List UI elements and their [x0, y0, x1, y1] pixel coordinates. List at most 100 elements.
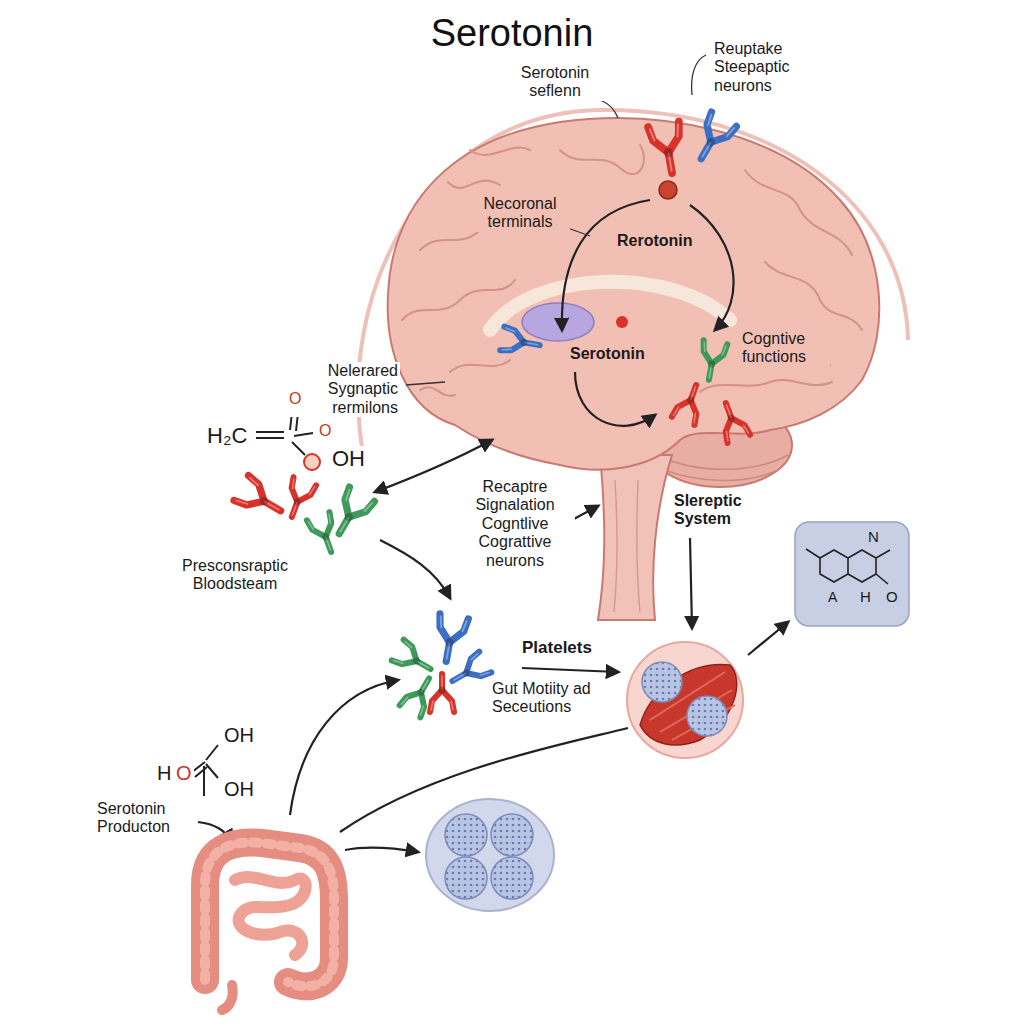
cerebellum-fold — [664, 470, 778, 481]
large-intestine — [205, 842, 334, 986]
chemical-bond — [292, 442, 305, 455]
flow-arrow — [575, 372, 655, 426]
small-intestine — [235, 877, 306, 955]
label-holder: Rerotonin — [615, 232, 715, 250]
receptor-symbol — [234, 476, 288, 524]
label-holder: OH — [330, 446, 370, 471]
label-holder: Recaptre Signalation Cogntlive Cograttiv… — [455, 478, 575, 570]
structure-label: Presconsraptic Bloodsteam — [170, 557, 300, 594]
label-holder: A — [826, 588, 846, 606]
receptor-symbol — [697, 340, 727, 382]
structure-label: Slereptic System — [672, 492, 762, 529]
receptor-symbol — [281, 477, 317, 521]
intestine-fold — [205, 842, 334, 986]
platelet-cell — [687, 696, 727, 736]
molecule-ring — [848, 550, 876, 582]
appendix — [222, 985, 233, 1010]
label-holder: Cogntive functions — [740, 330, 830, 367]
flow-arrow — [572, 506, 598, 520]
flow-arrow — [522, 668, 618, 672]
leader-line — [406, 382, 445, 385]
label-holder: Platelets — [520, 638, 610, 658]
chemical-atom: N — [866, 528, 881, 545]
vesicle-dot — [659, 181, 677, 199]
label-holder: O — [317, 422, 333, 440]
flow-arrow — [380, 540, 450, 598]
label-holder: Gut Motiity ad Seceutions — [490, 680, 615, 717]
vesicle-dot — [304, 454, 320, 470]
flow-arrow — [345, 847, 418, 852]
label-holder: OH — [222, 724, 262, 747]
flow-arrow — [690, 205, 734, 330]
chemical-bond — [256, 432, 284, 438]
label-holder: H₂C — [205, 423, 255, 448]
leader-line — [600, 100, 618, 118]
receptor-symbol — [307, 512, 343, 556]
label-holder: Serotonin Producton — [95, 800, 195, 837]
structure-label: Serotonin — [568, 345, 647, 363]
chemical-atom: H — [858, 588, 873, 605]
chemical-bond — [806, 549, 890, 584]
receptor-symbol — [392, 640, 437, 680]
enterochromaffin-cell — [445, 814, 487, 856]
receptor-symbol — [430, 674, 454, 712]
cerebellum-fold — [658, 455, 788, 469]
brain-stem-fibre — [614, 480, 640, 612]
leader-line — [692, 55, 706, 95]
structure-label: Serotonin seflenn — [500, 64, 610, 101]
receptor-symbol — [400, 672, 440, 717]
enterochromaffin-cell — [491, 814, 533, 856]
brain-gyrus — [700, 380, 832, 392]
diagram-title: Serotonin — [431, 12, 594, 56]
brain-gyrus — [560, 145, 644, 174]
structure-label: Rerotonin — [615, 232, 695, 250]
brain-gyrus — [450, 360, 510, 372]
receptor-symbol — [689, 112, 737, 166]
vesicle-dot — [616, 316, 628, 328]
brain-stem — [598, 455, 672, 620]
chemical-atom: OH — [222, 778, 256, 801]
chemical-atom: OH — [330, 446, 367, 471]
chemical-atom: O — [317, 422, 333, 440]
label-holder: H — [858, 588, 878, 606]
brain-gyrus — [470, 148, 530, 155]
platelet-cell — [642, 662, 682, 702]
label-holder: Reuptake Steepaptic neurons — [712, 40, 812, 95]
thalamus — [522, 303, 594, 341]
label-holder: OH — [222, 778, 262, 801]
label-holder: Presconsraptic Bloodsteam — [170, 557, 300, 594]
label-holder: Serotonin seflenn — [500, 64, 610, 101]
receptor-symbol — [500, 327, 542, 357]
receptor-symbol — [648, 122, 687, 176]
label-holder: Serotonin — [568, 345, 668, 363]
enterochromaffin-cell — [491, 857, 533, 899]
brain-gyrus — [745, 170, 852, 255]
label-holder: O — [884, 588, 904, 606]
label-holder: Nelerared Sygnaptic rermilons — [290, 362, 400, 417]
receptor-symbol — [715, 399, 751, 443]
structure-label: Nelerared Sygnaptic rermilons — [290, 362, 400, 417]
flow-arrow — [690, 538, 692, 628]
brain-gyrus — [448, 181, 500, 188]
platelet-view — [627, 642, 743, 758]
receptor-symbol — [446, 652, 491, 692]
label-holder: H — [155, 762, 173, 785]
chemical-atom: H₂C — [205, 423, 249, 448]
flow-arrow — [562, 200, 650, 330]
cerebrum — [388, 118, 880, 470]
structure-label: Recaptre Signalation Cogntlive Cograttiv… — [455, 478, 575, 570]
label-holder: N — [866, 528, 886, 546]
label-holder: Necoronal terminals — [470, 195, 570, 232]
structure-label: Reuptake Steepaptic neurons — [712, 40, 812, 95]
receptor-symbol — [327, 487, 375, 541]
structure-label: Necoronal terminals — [470, 195, 570, 232]
label-holder: O — [287, 390, 303, 408]
chemical-atom: OH — [222, 724, 256, 747]
brain-gyrus — [420, 387, 455, 396]
brain-gyrus — [765, 262, 862, 330]
flow-arrow — [748, 622, 788, 655]
molecule-panel — [795, 522, 909, 626]
chemical-atom: H — [155, 762, 173, 785]
chemical-bond — [294, 433, 313, 436]
label-holder: Slereptic System — [672, 492, 762, 529]
